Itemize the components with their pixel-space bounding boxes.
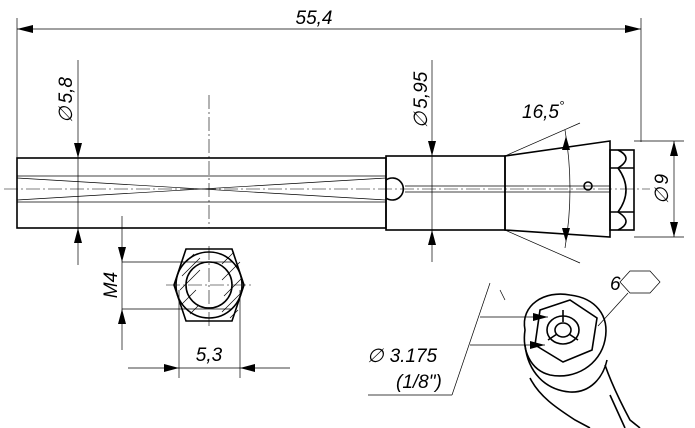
arrow-bottom [428,230,436,245]
iso-slot-2 [547,333,558,341]
dim-bore-diameter: ∅3.175 (1/8") [367,282,548,396]
arrow-top [428,141,436,156]
bore-ext-line-2 [499,289,506,301]
taper-outline [504,140,611,238]
arrow-top [118,247,126,262]
dim-hex-size: 6 [597,270,661,327]
iso-hex [534,299,598,363]
nut-diameter-label: ∅9 [652,174,673,205]
hex-symbol [619,270,661,294]
angle-ext-top [504,122,581,157]
dim-overall-length: 55,4 [16,8,642,158]
arrow-right [625,25,641,33]
iso-body-line [609,394,626,428]
dim-taper-angle: 16,5° [504,98,581,264]
arrow-right [240,364,255,372]
overall-length-label: 55,4 [296,8,333,29]
arrow-top [670,141,678,156]
collet-side-view [16,140,635,238]
bore-arrow-2 [530,341,545,349]
arrow-bottom [562,228,570,242]
hex-size-label: 6 [610,274,621,295]
dim-hex-width: 5,3 [128,290,290,378]
nut-chamfer-arcs [617,149,627,231]
dim-thread: M4 [101,216,126,350]
iso-nut-outline [523,293,607,377]
arrow-left [17,25,33,33]
bore-diameter-label: ∅3.175 [367,346,438,367]
arrow-bottom [118,309,126,324]
collet-isometric-view [523,293,641,428]
iso-body-curve-2 [529,377,591,428]
thread-circle [185,261,233,309]
iso-bore-inner [554,322,572,338]
dim-shank-diameter: ∅5,8 [56,60,82,265]
hex-outer-circle [175,251,243,319]
hex-outline [173,248,245,322]
arrow-bottom [670,222,678,237]
arrow-top [74,143,82,158]
bore-ext-line-1 [451,282,491,396]
hex-leader [597,292,629,327]
arrow-left [164,364,179,372]
iso-body-curve-1 [524,344,608,393]
taper-hole [583,181,593,191]
iso-body-curve-3 [604,364,641,428]
thread-label: M4 [101,272,122,298]
iso-slot-3 [568,333,579,341]
nut-outline [609,149,635,231]
arrow-bottom [74,228,82,243]
center-lines [4,95,650,328]
section-hatch-2 [16,177,387,201]
bore-fraction-label: (1/8") [396,372,442,393]
section-hatching [179,251,243,319]
collar-outline [385,155,506,231]
shank-outline [16,157,387,229]
angle-ext-bottom [504,229,581,264]
dim-nut-diameter: ∅9 [634,140,684,238]
hex-section-view [122,248,245,322]
taper-angle-label: 16,5° [522,98,564,123]
pin-hole [385,177,405,201]
bore-arrow-1 [533,313,548,321]
shank-diameter-label: ∅5,8 [56,77,77,123]
collar-diameter-label: ∅5,95 [411,71,432,128]
hex-width-label: 5,3 [196,345,223,366]
dim-collar-diameter: ∅5,95 [411,60,436,262]
arrow-top [562,136,570,150]
